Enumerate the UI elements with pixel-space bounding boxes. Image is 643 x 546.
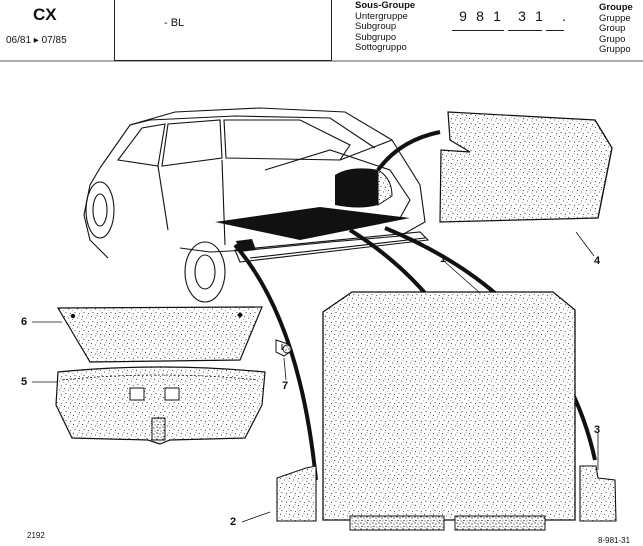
car-seatback-panel (335, 168, 380, 208)
subgroup-label-fr: Sous-Groupe (355, 0, 416, 11)
lower-panel (55, 366, 266, 445)
callout-4: 4 (594, 255, 601, 267)
subgroup-label-en: Subgroup (355, 21, 397, 32)
group-label-en: Group (599, 23, 626, 34)
upper-panel-hole (237, 312, 243, 318)
code-underline (452, 30, 504, 31)
trunk-mat-strip-right (454, 515, 546, 531)
group-label-it: Gruppo (599, 44, 631, 55)
callout-1: 1 (440, 253, 447, 265)
code-digit: 8 (476, 8, 485, 24)
car-trunk-floor (215, 207, 410, 240)
group-labels: Groupe Gruppe Group Grupo Gruppo (599, 2, 633, 56)
code-underline (508, 30, 542, 31)
footer-page-number: 2192 (27, 531, 45, 540)
side-trim-right (579, 465, 617, 522)
subgroup-label-de: Untergruppe (355, 10, 408, 22)
car-trunk-detail (236, 239, 256, 252)
code-digit: 3 (518, 8, 527, 24)
code-digit: 1 (535, 8, 544, 24)
rear-panel-carpet (439, 111, 613, 223)
title-box (114, 0, 332, 61)
code-underline (546, 30, 564, 31)
callout-3: 3 (594, 424, 601, 436)
upper-panel-hole (70, 313, 76, 319)
callout-6: 6 (21, 316, 28, 328)
date-range: 06/81 ▸ 07/85 (6, 35, 67, 46)
group-label-es: Grupo (599, 33, 626, 45)
subgroup-labels: Sous-Groupe Untergruppe Subgroup Subgrup… (355, 0, 416, 54)
page-title: - BL (164, 17, 185, 29)
callout-leaders (32, 231, 599, 523)
subgroup-label-es: Subgrupo (355, 31, 397, 43)
code-digit: 9 (459, 8, 468, 24)
footer-reference: 8-981-31 (598, 536, 631, 545)
upper-panel (56, 306, 263, 363)
clip (275, 339, 292, 357)
group-label-de: Gruppe (599, 12, 631, 24)
callout-7: 7 (282, 380, 289, 392)
side-trim-left (276, 465, 317, 522)
code-digit: . (562, 8, 567, 24)
car-seatback-edge (377, 169, 393, 206)
lower-panel-cutout (164, 387, 180, 401)
code-digit: 1 (493, 8, 502, 24)
model-name: CX (33, 5, 57, 24)
subgroup-label-it: Sottogruppo (355, 42, 407, 53)
callout-5: 5 (21, 376, 28, 388)
trunk-mat (322, 291, 576, 521)
group-label-fr: Groupe (599, 2, 633, 13)
callout-2: 2 (230, 516, 237, 528)
lower-panel-cutout (129, 387, 145, 401)
trunk-mat-strip-left (349, 515, 445, 531)
